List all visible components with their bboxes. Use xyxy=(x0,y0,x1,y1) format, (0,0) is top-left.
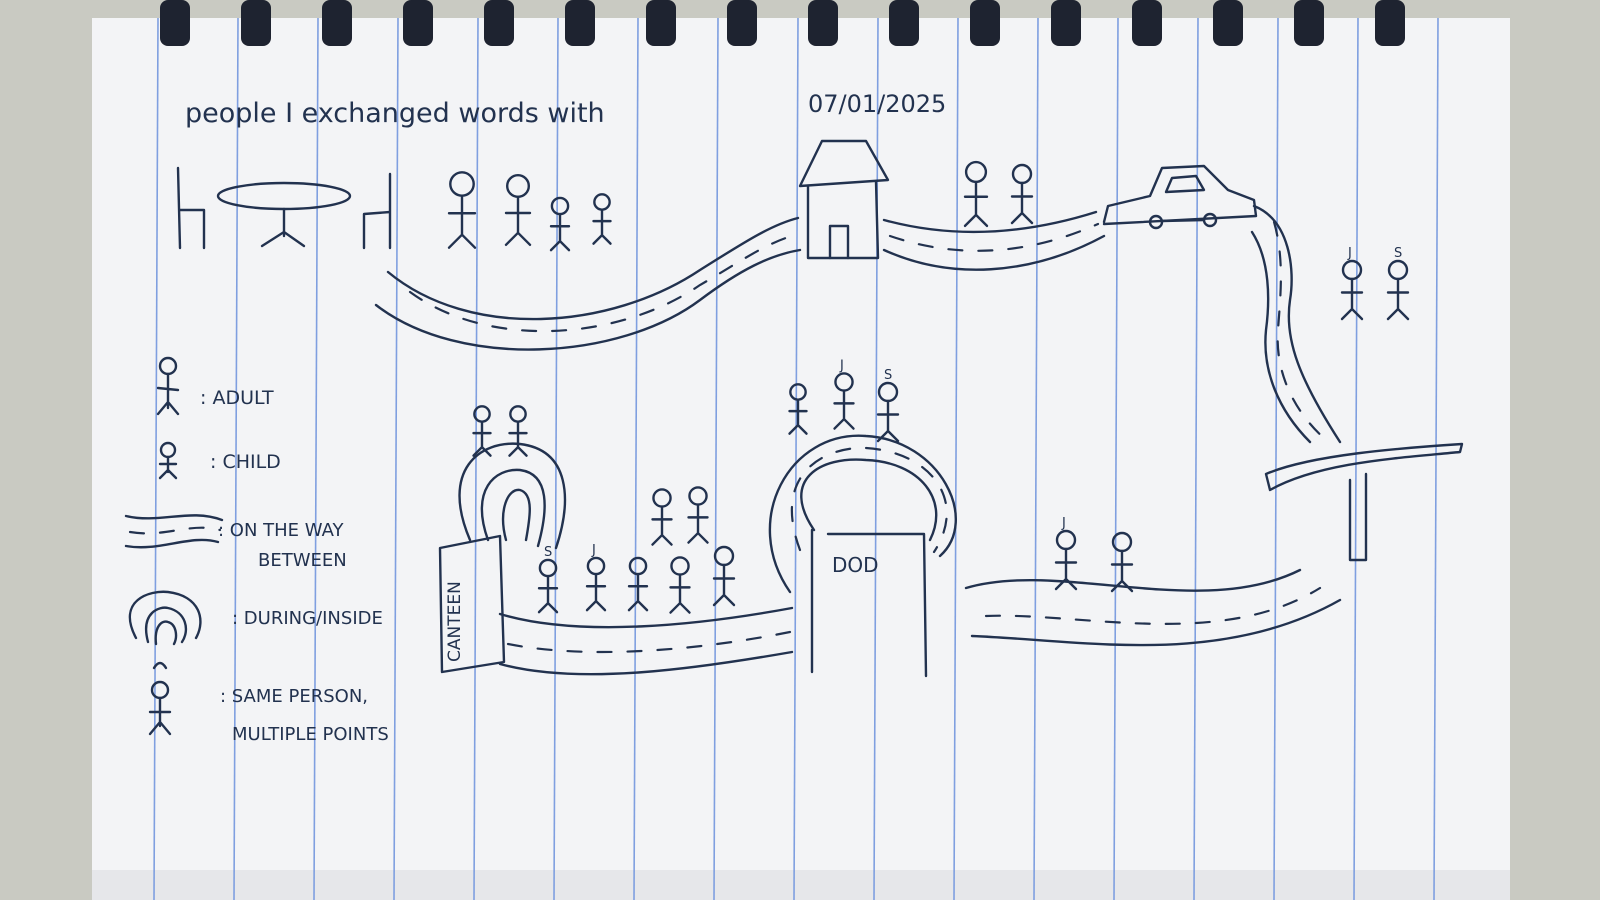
legend-on-the-way-2: BETWEEN xyxy=(258,550,347,571)
child-figure xyxy=(549,196,571,252)
adult-figure xyxy=(1010,163,1034,225)
canteen-label: CANTEEN xyxy=(445,581,465,662)
spiral-ring xyxy=(1213,0,1243,46)
spiral-binding xyxy=(160,0,1405,46)
loop-legend-icon xyxy=(128,590,202,646)
rule-line xyxy=(633,17,639,900)
spiral-ring xyxy=(727,0,757,46)
rule-line xyxy=(713,17,719,900)
road-top xyxy=(374,204,1342,444)
rule-line xyxy=(1193,17,1199,900)
adult-figure xyxy=(447,171,477,249)
rule-line xyxy=(153,17,159,900)
date-label: 07/01/2025 xyxy=(808,90,946,118)
spiral-ring xyxy=(1294,0,1324,46)
legend-on-the-way-1: : ON THE WAY xyxy=(218,520,344,541)
legend-same-person-1: : SAME PERSON, xyxy=(220,686,368,707)
table-and-chairs-icon xyxy=(176,166,392,250)
rule-line xyxy=(1353,17,1359,900)
canteen-icon: CANTEEN xyxy=(438,442,566,674)
rule-line xyxy=(553,17,559,900)
spiral-ring xyxy=(1375,0,1405,46)
initial-mark: J xyxy=(591,543,596,558)
child-figure xyxy=(508,405,528,457)
car-icon xyxy=(1102,164,1258,230)
spiral-ring xyxy=(646,0,676,46)
same-person-legend-icon xyxy=(148,661,172,736)
adult-figure: J xyxy=(833,358,855,430)
child-figure xyxy=(472,405,492,457)
spiral-ring xyxy=(565,0,595,46)
child-figure: J xyxy=(585,543,607,612)
rule-line xyxy=(1033,17,1039,900)
spiral-ring xyxy=(970,0,1000,46)
rule-line xyxy=(313,17,319,900)
legend-during-inside: : DURING/INSIDE xyxy=(232,608,383,629)
adult-figure: J xyxy=(1340,246,1364,321)
initial-mark: S xyxy=(544,545,552,560)
legend-same-person-2: MULTIPLE POINTS xyxy=(232,724,389,745)
initial-mark: J xyxy=(1347,246,1352,261)
initial-mark: J xyxy=(839,358,844,373)
initial-mark: J xyxy=(1061,516,1066,531)
adult-figure xyxy=(1110,531,1134,593)
child-figure: S xyxy=(537,545,559,614)
rule-line xyxy=(1273,17,1279,900)
road-bottom xyxy=(498,568,1342,676)
adult-figure xyxy=(504,173,532,246)
spiral-ring xyxy=(241,0,271,46)
rule-line xyxy=(393,17,399,900)
child-figure xyxy=(788,383,808,435)
rule-line xyxy=(1113,17,1119,900)
spiral-ring xyxy=(322,0,352,46)
rule-line xyxy=(1433,17,1439,900)
adult-figure xyxy=(669,556,691,614)
adult-figure xyxy=(963,160,989,228)
child-figure xyxy=(627,556,649,612)
people-figures: J S J S S J J xyxy=(447,160,1410,614)
adult-figure: S xyxy=(876,368,900,443)
adult-legend-icon xyxy=(156,356,180,416)
initial-mark: S xyxy=(1394,246,1402,261)
spiral-ring xyxy=(889,0,919,46)
adult-figure xyxy=(651,488,673,546)
spiral-ring xyxy=(1051,0,1081,46)
child-figure xyxy=(592,193,612,245)
legend: : ADULT : CHILD : ON THE WAY BETWEEN : D… xyxy=(124,356,389,745)
child-legend-icon xyxy=(158,441,178,480)
initial-mark: S xyxy=(884,368,892,383)
adult-figure: S xyxy=(1386,246,1410,321)
adult-figure xyxy=(712,545,736,607)
dod-icon: DOD xyxy=(768,434,958,678)
rule-line xyxy=(953,17,959,900)
adult-figure xyxy=(687,486,709,544)
house-icon xyxy=(798,139,890,260)
ruled-lines xyxy=(153,17,1439,900)
road-legend-icon xyxy=(124,514,224,549)
page-title: people I exchanged words with xyxy=(185,98,605,129)
spiral-ring xyxy=(160,0,190,46)
rule-line xyxy=(233,17,239,900)
dod-label: DOD xyxy=(832,553,879,577)
legend-child: : CHILD xyxy=(210,451,281,473)
adult-figure: J xyxy=(1054,516,1078,591)
legend-adult: : ADULT xyxy=(200,387,274,409)
spiral-ring xyxy=(484,0,514,46)
rule-line xyxy=(793,17,799,900)
spiral-ring xyxy=(1132,0,1162,46)
spiral-ring xyxy=(808,0,838,46)
spiral-ring xyxy=(403,0,433,46)
rule-line xyxy=(473,17,479,900)
rule-line xyxy=(873,17,879,900)
junction-icon xyxy=(1264,442,1464,562)
